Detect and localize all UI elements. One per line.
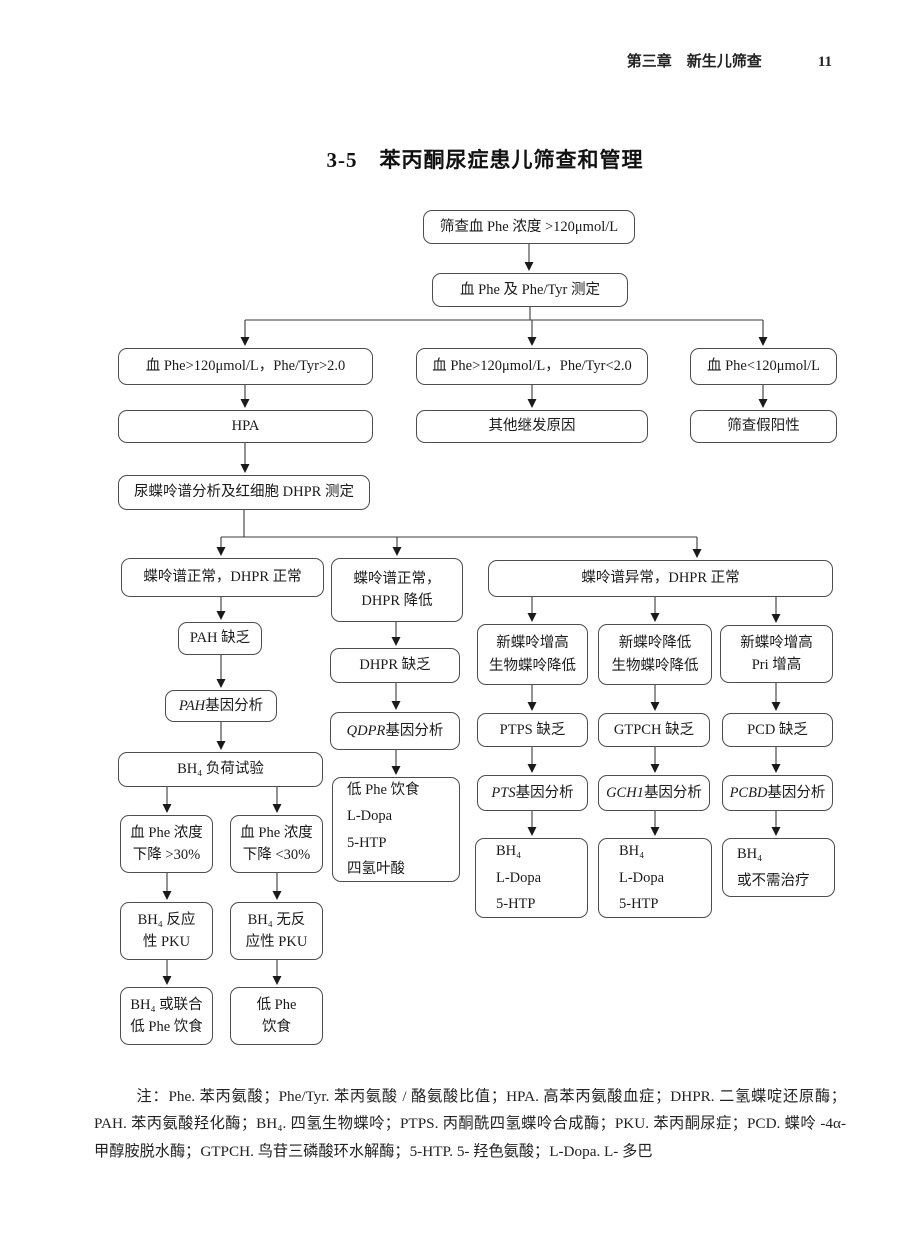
- node-low-phe-diet: 低 Phe 饮食: [230, 987, 323, 1045]
- node-phe-decrease-gt30: 血 Phe 浓度 下降 >30%: [120, 815, 213, 873]
- gene-symbol-qdpr: QDPR: [346, 722, 386, 739]
- node-high-phe-low-ratio: 血 Phe>120μmol/L，Phe/Tyr<2.0: [416, 348, 648, 385]
- node-pah-gene-analysis: PAH 基因分析: [165, 690, 277, 722]
- node-gtpch-treatment: BH₄ L-Dopa 5-HTP: [598, 838, 712, 918]
- node-urine-pterin-dhpr: 尿蝶呤谱分析及红细胞 DHPR 测定: [118, 475, 370, 510]
- node-pterin-abnormal-dhpr-normal: 蝶呤谱异常，DHPR 正常: [488, 560, 833, 597]
- gene-symbol-gch1: GCH1: [606, 784, 644, 801]
- gene-analysis-label: 基因分析: [643, 784, 702, 801]
- gene-symbol-pcbd: PCBD: [729, 784, 768, 801]
- node-bh4-loading-test: BH₄ 负荷试验: [118, 752, 323, 787]
- node-neopterin-low-biopterin-low: 新蝶呤降低 生物蝶呤降低: [598, 624, 712, 685]
- node-ptps-treatment: BH₄ L-Dopa 5-HTP: [475, 838, 588, 918]
- node-phe-decrease-lt30: 血 Phe 浓度 下降 <30%: [230, 815, 323, 873]
- figure-title: 3-5 苯丙酮尿症患儿筛查和管理: [326, 148, 644, 172]
- node-dhpr-treatment: 低 Phe 饮食 L-Dopa 5-HTP 四氢叶酸: [332, 777, 460, 882]
- page-number: 11: [817, 54, 832, 70]
- gene-symbol-pah: PAH: [178, 697, 206, 714]
- running-head: 第三章 新生儿筛查: [626, 54, 762, 70]
- node-pterin-normal-dhpr-low: 蝶呤谱正常， DHPR 降低: [331, 558, 463, 622]
- node-pcd-treatment: BH₄ 或不需治疗: [722, 838, 835, 897]
- node-ptps-deficiency: PTPS 缺乏: [477, 713, 588, 747]
- node-bh4-or-combined-diet: BH₄ 或联合 低 Phe 饮食: [120, 987, 213, 1045]
- gene-symbol-pts: PTS: [491, 784, 516, 801]
- gene-analysis-label: 基因分析: [385, 722, 444, 739]
- node-screen-threshold: 筛查血 Phe 浓度 >120μmol/L: [423, 210, 635, 244]
- node-gtpch-deficiency: GTPCH 缺乏: [598, 713, 710, 747]
- node-pcd-deficiency: PCD 缺乏: [722, 713, 833, 747]
- node-high-phe-high-ratio: 血 Phe>120μmol/L，Phe/Tyr>2.0: [118, 348, 373, 385]
- node-pcbd-gene-analysis: PCBD 基因分析: [722, 775, 833, 811]
- node-false-positive: 筛查假阳性: [690, 410, 837, 443]
- gene-analysis-label: 基因分析: [205, 697, 264, 714]
- node-qdpr-gene-analysis: QDPR 基因分析: [330, 712, 460, 750]
- node-bh4-responsive-pku: BH₄ 反应 性 PKU: [120, 902, 213, 960]
- gene-analysis-label: 基因分析: [767, 784, 826, 801]
- node-low-phe: 血 Phe<120μmol/L: [690, 348, 837, 385]
- node-gch1-gene-analysis: GCH1 基因分析: [598, 775, 710, 811]
- gene-analysis-label: 基因分析: [515, 784, 574, 801]
- node-pterin-normal-dhpr-normal: 蝶呤谱正常，DHPR 正常: [121, 558, 324, 597]
- node-pah-deficiency: PAH 缺乏: [178, 622, 262, 655]
- node-neopterin-high-pri-high: 新蝶呤增高 Pri 增高: [720, 625, 833, 683]
- node-secondary-cause: 其他继发原因: [416, 410, 648, 443]
- node-neopterin-high-biopterin-low: 新蝶呤增高 生物蝶呤降低: [477, 624, 588, 685]
- node-hpa: HPA: [118, 410, 373, 443]
- node-bh4-nonresponsive-pku: BH₄ 无反 应性 PKU: [230, 902, 323, 960]
- abbreviation-note: 注：Phe. 苯丙氨酸；Phe/Tyr. 苯丙氨酸 / 酪氨酸比值；HPA. 高…: [94, 1088, 846, 1160]
- node-pts-gene-analysis: PTS 基因分析: [477, 775, 588, 811]
- node-dhpr-deficiency: DHPR 缺乏: [330, 648, 460, 683]
- page-header: 第三章 新生儿筛查 11: [0, 50, 832, 71]
- node-phe-tyr-measure: 血 Phe 及 Phe/Tyr 测定: [432, 273, 628, 307]
